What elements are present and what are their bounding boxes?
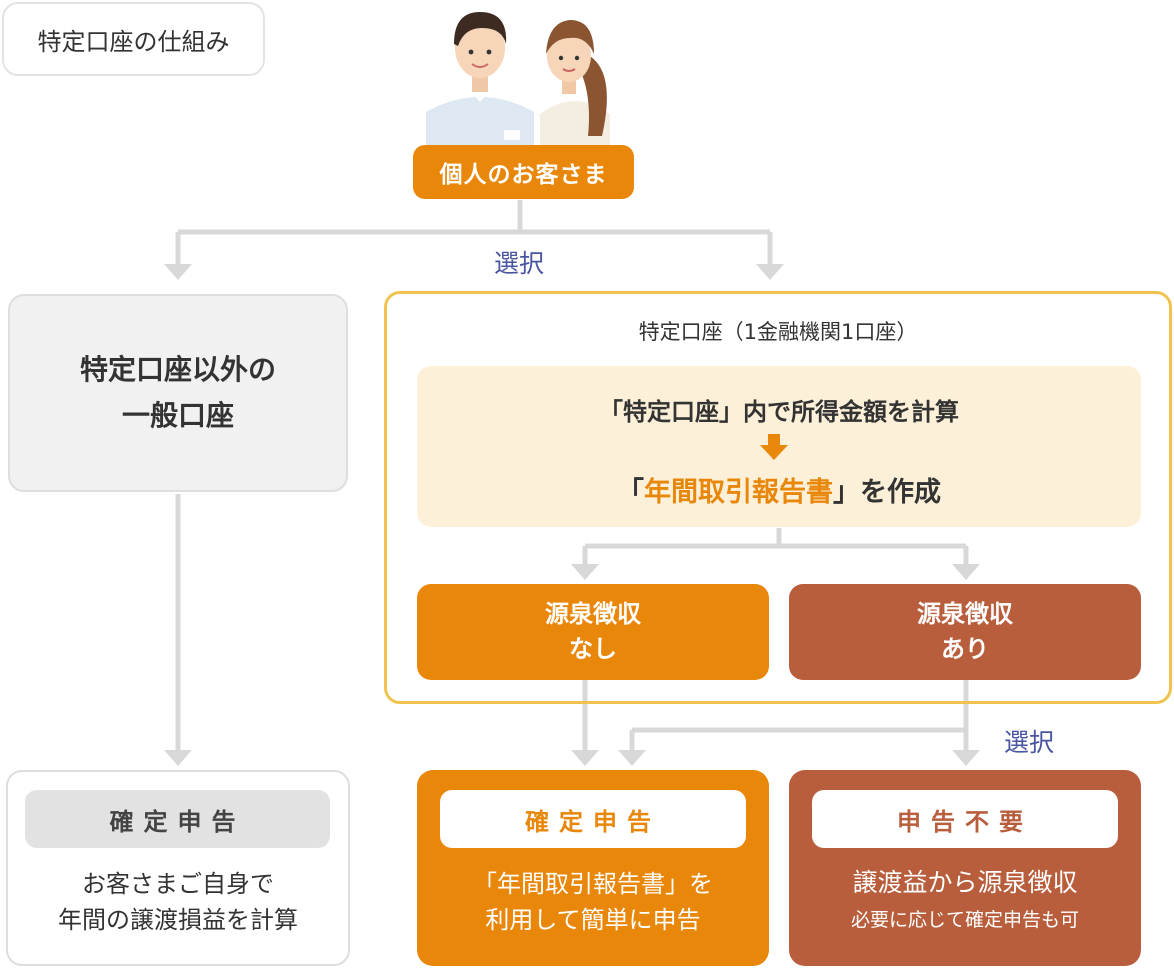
calculation-line2: 「年間取引報告書」を作成 [417,470,1141,509]
general-result-desc: お客さまご自身で 年間の譲渡損益を計算 [6,866,350,938]
with-withholding-line1: 源泉徴収 [917,597,1013,632]
no-withholding-result-line1: 「年間取引報告書」を [417,866,769,902]
general-account-box: 特定口座以外の 一般口座 [8,294,348,492]
diagram-title: 特定口座の仕組み [2,2,265,76]
with-withholding-line2: あり [917,632,1013,667]
annual-report-highlight: 年間取引報告書 [644,477,833,508]
customer-label: 個人のお客さま [413,145,634,199]
general-result-badge: 確定申告 [25,790,330,848]
no-withholding-line1: 源泉徴収 [545,597,641,632]
choice-label-top: 選択 [494,244,544,280]
calculation-line1: 「特定口座」内で所得金額を計算 [417,392,1141,427]
arrow-head [164,264,192,280]
arrow-head [756,264,784,280]
quote-open: 「 [617,477,644,508]
with-withholding-box: 源泉徴収 あり [789,584,1141,680]
arrow-head [571,750,599,766]
quote-close-text: 」を作成 [833,477,941,508]
no-withholding-result-line2: 利用して簡単に申告 [417,902,769,938]
arrow-head [618,750,646,766]
with-withholding-result-badge: 申告不要 [812,790,1118,848]
no-withholding-box: 源泉徴収 なし [417,584,769,680]
with-withholding-result-desc: 譲渡益から源泉徴収 必要に応じて確定申告も可 [789,864,1141,934]
general-account-line1: 特定口座以外の [80,347,276,393]
general-result-line1: お客さまご自身で [6,866,350,902]
with-withholding-result-line1: 譲渡益から源泉徴収 [789,864,1141,902]
arrow-head [952,750,980,766]
choice-label-bottom: 選択 [1004,723,1054,759]
general-account-line2: 一般口座 [80,393,276,439]
down-arrow-icon [759,432,789,462]
arrow-head [164,750,192,766]
no-withholding-result-desc: 「年間取引報告書」を 利用して簡単に申告 [417,866,769,938]
customer-couple-illustration [420,4,630,154]
no-withholding-line2: なし [545,632,641,667]
general-result-line2: 年間の譲渡損益を計算 [6,902,350,938]
specific-account-caption: 特定口座（1金融機関1口座） [384,316,1172,346]
with-withholding-result-line2: 必要に応じて確定申告も可 [789,906,1141,935]
no-withholding-result-badge: 確定申告 [440,790,746,848]
